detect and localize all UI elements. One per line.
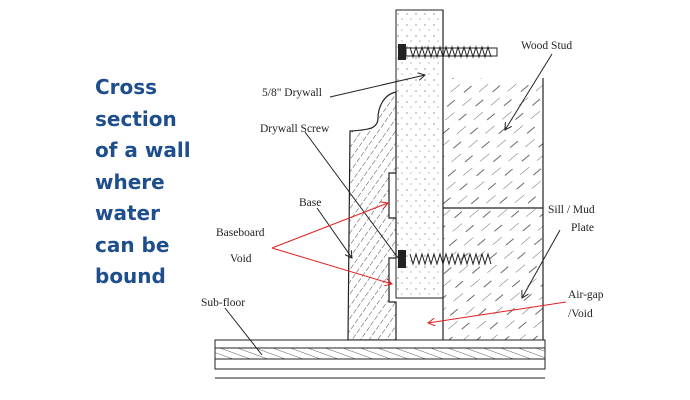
drywall-screw-leader bbox=[304, 131, 399, 259]
label-wood-stud: Wood Stud bbox=[521, 40, 572, 52]
label-air-gap: /Void bbox=[568, 308, 593, 320]
label-baseboard-void: Void bbox=[230, 253, 252, 265]
label-sub-floor: Sub-floor bbox=[201, 297, 245, 309]
title-line: bound bbox=[95, 264, 166, 288]
label-sill-plate: Plate bbox=[571, 222, 594, 234]
drywall-screw-bottom bbox=[398, 250, 492, 268]
subfloor-leader bbox=[224, 307, 263, 356]
wood-stud-leader bbox=[505, 53, 553, 130]
title-line: can be bbox=[95, 232, 170, 257]
title-line: water bbox=[95, 201, 160, 225]
wood-stud bbox=[442, 10, 544, 340]
sill-leader bbox=[522, 229, 561, 298]
void-arrow-upper bbox=[271, 203, 388, 249]
drywall-screw-top bbox=[398, 44, 498, 60]
diagram-title: Cross section of a wall where water can … bbox=[95, 72, 215, 293]
title-line: section bbox=[95, 106, 177, 131]
label-sill-plate: Sill / Mud bbox=[548, 204, 595, 216]
label-drywall-screw: Drywall Screw bbox=[260, 123, 330, 135]
title-line: where bbox=[95, 169, 165, 194]
drywall-leader bbox=[329, 75, 425, 98]
label-air-gap: Air-gap bbox=[568, 289, 604, 301]
airgap-arrow bbox=[428, 301, 567, 323]
label-baseboard-void: Baseboard bbox=[216, 227, 265, 239]
label-base: Base bbox=[299, 197, 321, 209]
title-line: Cross bbox=[95, 75, 158, 99]
baseboard bbox=[347, 91, 397, 341]
title-line: of a wall bbox=[95, 138, 191, 162]
label-drywall: 5/8" Drywall bbox=[262, 87, 322, 99]
sub-floor bbox=[214, 339, 546, 379]
void-arrow-lower bbox=[271, 247, 392, 284]
base-leader bbox=[316, 207, 352, 258]
